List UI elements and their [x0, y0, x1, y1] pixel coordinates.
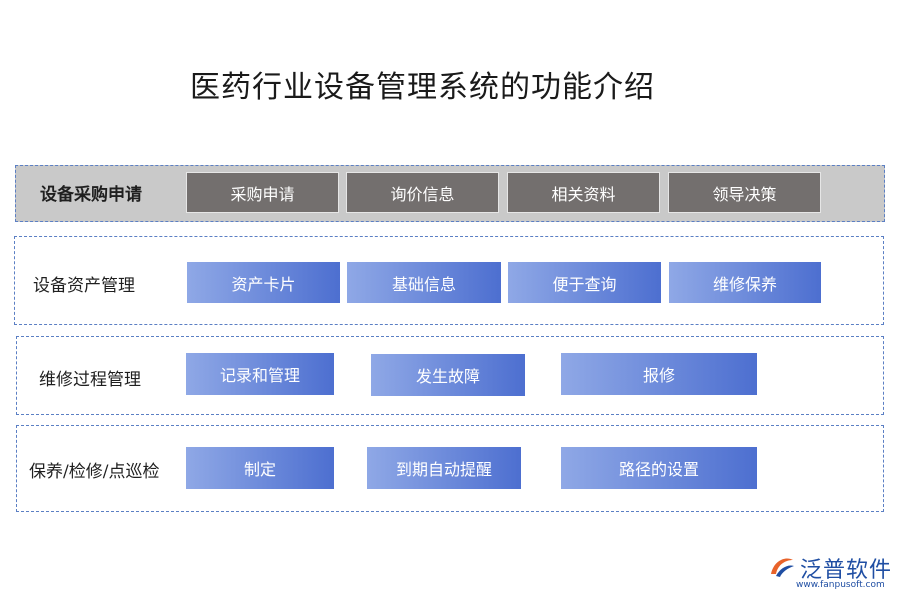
group-label: 设备资产管理 — [33, 276, 135, 296]
group-label: 维修过程管理 — [39, 370, 141, 390]
logo-name: 泛普软件 — [800, 558, 893, 583]
easy-query-button[interactable]: 便于查询 — [508, 262, 661, 303]
brand-logo: 泛普软件 www.fanpusoft.com — [768, 552, 893, 596]
inquiry-info-button[interactable]: 询价信息 — [346, 172, 499, 213]
group-repair-process: 维修过程管理 记录和管理 发生故障 报修 — [16, 336, 884, 415]
leader-decision-button[interactable]: 领导决策 — [668, 172, 821, 213]
maintenance-button[interactable]: 维修保养 — [669, 262, 821, 303]
asset-card-button[interactable]: 资产卡片 — [187, 262, 340, 303]
purchase-request-button[interactable]: 采购申请 — [186, 172, 339, 213]
group-label: 设备采购申请 — [40, 185, 142, 205]
expiry-reminder-button[interactable]: 到期自动提醒 — [367, 447, 521, 489]
report-repair-button[interactable]: 报修 — [561, 353, 757, 395]
logo-url: www.fanpusoft.com — [796, 580, 885, 590]
group-inspection: 保养/检修/点巡检 制定 到期自动提醒 路径的设置 — [16, 425, 884, 512]
group-equipment-purchase: 设备采购申请 采购申请 询价信息 相关资料 领导决策 — [15, 165, 885, 222]
logo-icon — [771, 558, 794, 577]
basic-info-button[interactable]: 基础信息 — [347, 262, 501, 303]
record-manage-button[interactable]: 记录和管理 — [186, 353, 334, 395]
route-setting-button[interactable]: 路径的设置 — [561, 447, 757, 489]
formulate-button[interactable]: 制定 — [186, 447, 334, 489]
fault-occur-button[interactable]: 发生故障 — [371, 354, 525, 396]
group-label: 保养/检修/点巡检 — [29, 462, 160, 482]
group-asset-management: 设备资产管理 资产卡片 基础信息 便于查询 维修保养 — [14, 236, 884, 325]
related-docs-button[interactable]: 相关资料 — [507, 172, 660, 213]
page-title: 医药行业设备管理系统的功能介绍 — [190, 70, 655, 105]
